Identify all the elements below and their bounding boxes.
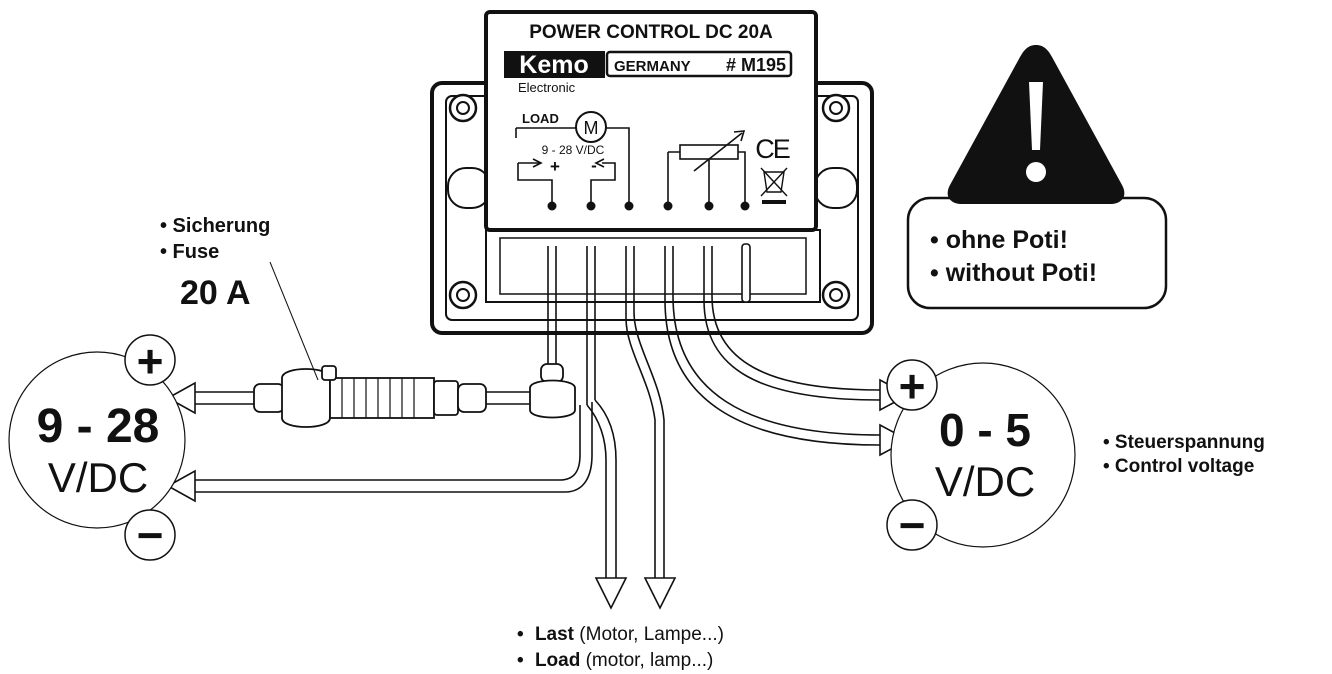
svg-text:• Last (Motor, Lampe...): • Last (Motor, Lampe...) — [517, 624, 724, 645]
supply-arrow-minus — [166, 469, 196, 503]
supply-plus-sign: + — [137, 335, 164, 387]
supply-arrow-plus — [166, 381, 196, 415]
load-desc-en: (motor, lamp...) — [580, 650, 713, 671]
mounting-hole-bottom-right — [821, 280, 851, 310]
fuse-holder — [253, 365, 487, 428]
module-minus-sign: - — [591, 156, 597, 175]
warning-line-de: • ohne Poti! — [930, 226, 1068, 254]
supply-minus-sign: − — [137, 509, 164, 561]
module-plus-sign: + — [550, 157, 560, 176]
control-plus-badge: + — [886, 359, 938, 412]
supply-wires — [190, 391, 593, 493]
load-arrow-2 — [643, 577, 677, 610]
load-caption: • Last (Motor, Lampe...) • Load (motor, … — [517, 624, 724, 671]
module-model: # M195 — [726, 55, 786, 75]
load-term-en: Load — [535, 650, 580, 671]
supply-circle — [8, 351, 186, 529]
weee-bin-icon — [760, 167, 788, 204]
warning-line-en: • without Poti! — [930, 259, 1097, 287]
terminal-wires — [547, 243, 881, 580]
supply-plus-badge: + — [124, 334, 176, 387]
module-voltage-label: 9 - 28 V/DC — [542, 143, 605, 157]
terminal-screws — [547, 201, 750, 211]
load-bullet-2: • — [517, 650, 524, 671]
control-minus-sign: − — [899, 499, 926, 551]
module-title: POWER CONTROL DC 20A — [529, 22, 773, 43]
svg-text:• Load (motor, lamp...): • Load (motor, lamp...) — [517, 650, 713, 671]
fuse-rating: 20 A — [180, 274, 251, 312]
mounting-hole-top-left — [448, 93, 478, 123]
supply-voltage-unit: V/DC — [48, 454, 148, 501]
mounting-hole-top-right — [821, 93, 851, 123]
supply-voltage-range: 9 - 28 — [37, 400, 160, 453]
control-label-de: • Steuerspannung — [1103, 432, 1265, 453]
module-lid: POWER CONTROL DC 20A Kemo GERMANY # M195… — [484, 10, 818, 232]
load-label: LOAD — [522, 111, 559, 126]
fuse-callout-line — [269, 261, 319, 381]
warning-panel: • ohne Poti! • without Poti! — [906, 45, 1168, 310]
control-voltage-unit: V/DC — [935, 458, 1035, 505]
brand-subtitle: Electronic — [518, 80, 576, 95]
motor-symbol-circle — [575, 111, 607, 143]
motor-symbol: M — [584, 118, 599, 138]
brand-logo: Kemo — [519, 51, 588, 79]
wire-connector — [529, 363, 576, 419]
mounting-hole-bottom-left — [448, 280, 478, 310]
load-desc-de: (Motor, Lampe...) — [574, 624, 724, 645]
fuse-label-de: • Sicherung — [160, 215, 270, 237]
ce-mark: CE — [755, 134, 789, 164]
load-term-de: Last — [535, 624, 575, 645]
supply-minus-badge: − — [124, 509, 176, 561]
control-plus-sign: + — [899, 360, 926, 412]
load-bullet-1: • — [517, 624, 524, 645]
load-arrow-1 — [594, 577, 628, 610]
control-voltage-range: 0 - 5 — [939, 404, 1031, 456]
fuse-label-en: • Fuse — [160, 241, 219, 263]
control-label-en: • Control voltage — [1103, 456, 1254, 477]
control-minus-badge: − — [886, 499, 938, 551]
control-circle — [890, 362, 1076, 548]
module-origin: GERMANY — [614, 58, 691, 75]
